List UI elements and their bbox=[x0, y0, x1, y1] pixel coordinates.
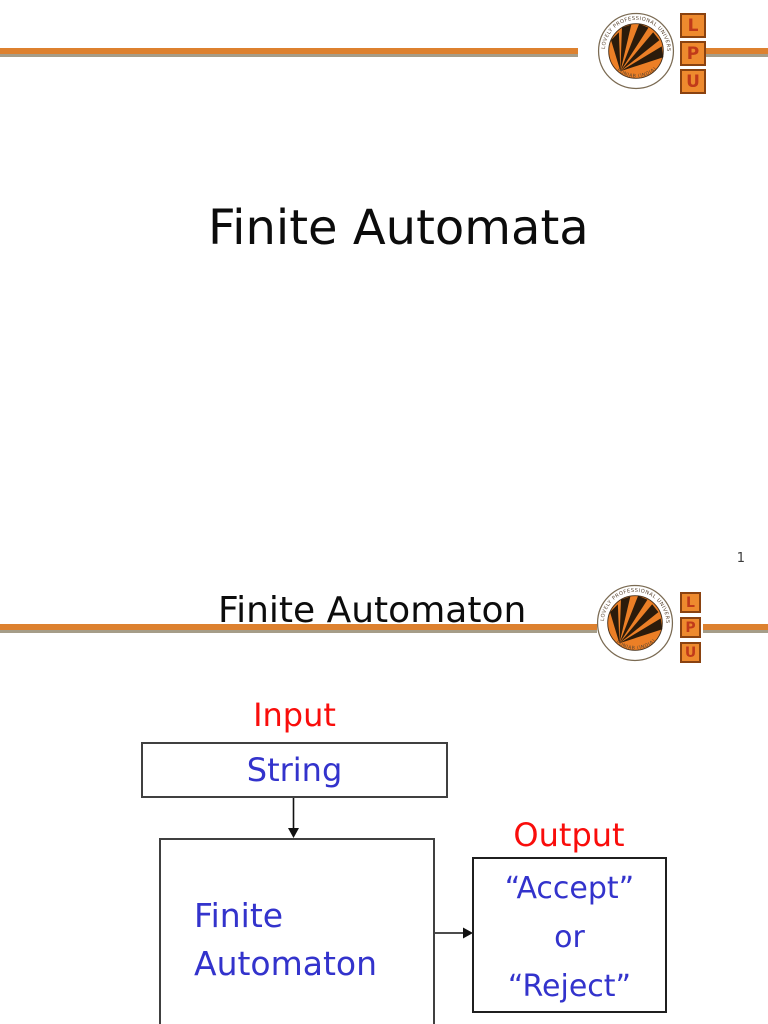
header-rule-right bbox=[703, 624, 768, 633]
slide1-title: Finite Automata bbox=[208, 200, 589, 256]
lpu-letter-p: P bbox=[680, 41, 706, 66]
lpu-monogram: L P U bbox=[680, 13, 706, 94]
string-box-label: String bbox=[246, 751, 343, 789]
down-arrow-icon bbox=[288, 798, 299, 838]
output-box: “Accept” or “Reject” bbox=[472, 857, 667, 1013]
output-or-text: or bbox=[554, 920, 585, 955]
lpu-letter-l: L bbox=[680, 592, 701, 613]
finite-automaton-line2: Automaton bbox=[194, 944, 378, 983]
string-box: String bbox=[141, 742, 448, 798]
page-number: 1 bbox=[736, 551, 745, 566]
header-rule-left bbox=[0, 48, 578, 57]
lpu-letter-p: P bbox=[680, 617, 701, 638]
right-arrow-icon bbox=[435, 927, 473, 939]
finite-automaton-box: Finite Automaton bbox=[159, 838, 435, 1024]
output-accept-text: “Accept” bbox=[504, 871, 635, 906]
slide-1: LOVELY PROFESSIONAL UNIVERSITY PUNJAB (I… bbox=[0, 12, 768, 566]
lpu-letter-l: L bbox=[680, 13, 706, 38]
lpu-letter-u: U bbox=[680, 69, 706, 94]
lpu-monogram: L P U bbox=[680, 592, 701, 663]
slide-2: Finite Automaton LOVELY PROFESSIONAL UNI… bbox=[0, 576, 768, 1024]
output-reject-text: “Reject” bbox=[507, 969, 632, 1004]
seal-rays-icon bbox=[611, 23, 664, 72]
lpu-letter-u: U bbox=[680, 642, 701, 663]
header-rule-right bbox=[704, 48, 768, 57]
output-label: Output bbox=[513, 816, 625, 854]
header-rule-left bbox=[0, 624, 597, 633]
seal-rays-icon bbox=[610, 595, 663, 644]
input-label: Input bbox=[253, 696, 336, 734]
university-seal-icon: LOVELY PROFESSIONAL UNIVERSITY PUNJAB (I… bbox=[596, 584, 674, 662]
slide2-title: Finite Automaton bbox=[218, 590, 527, 631]
finite-automaton-line1: Finite bbox=[194, 896, 284, 935]
university-seal-icon: LOVELY PROFESSIONAL UNIVERSITY PUNJAB (I… bbox=[597, 12, 675, 90]
